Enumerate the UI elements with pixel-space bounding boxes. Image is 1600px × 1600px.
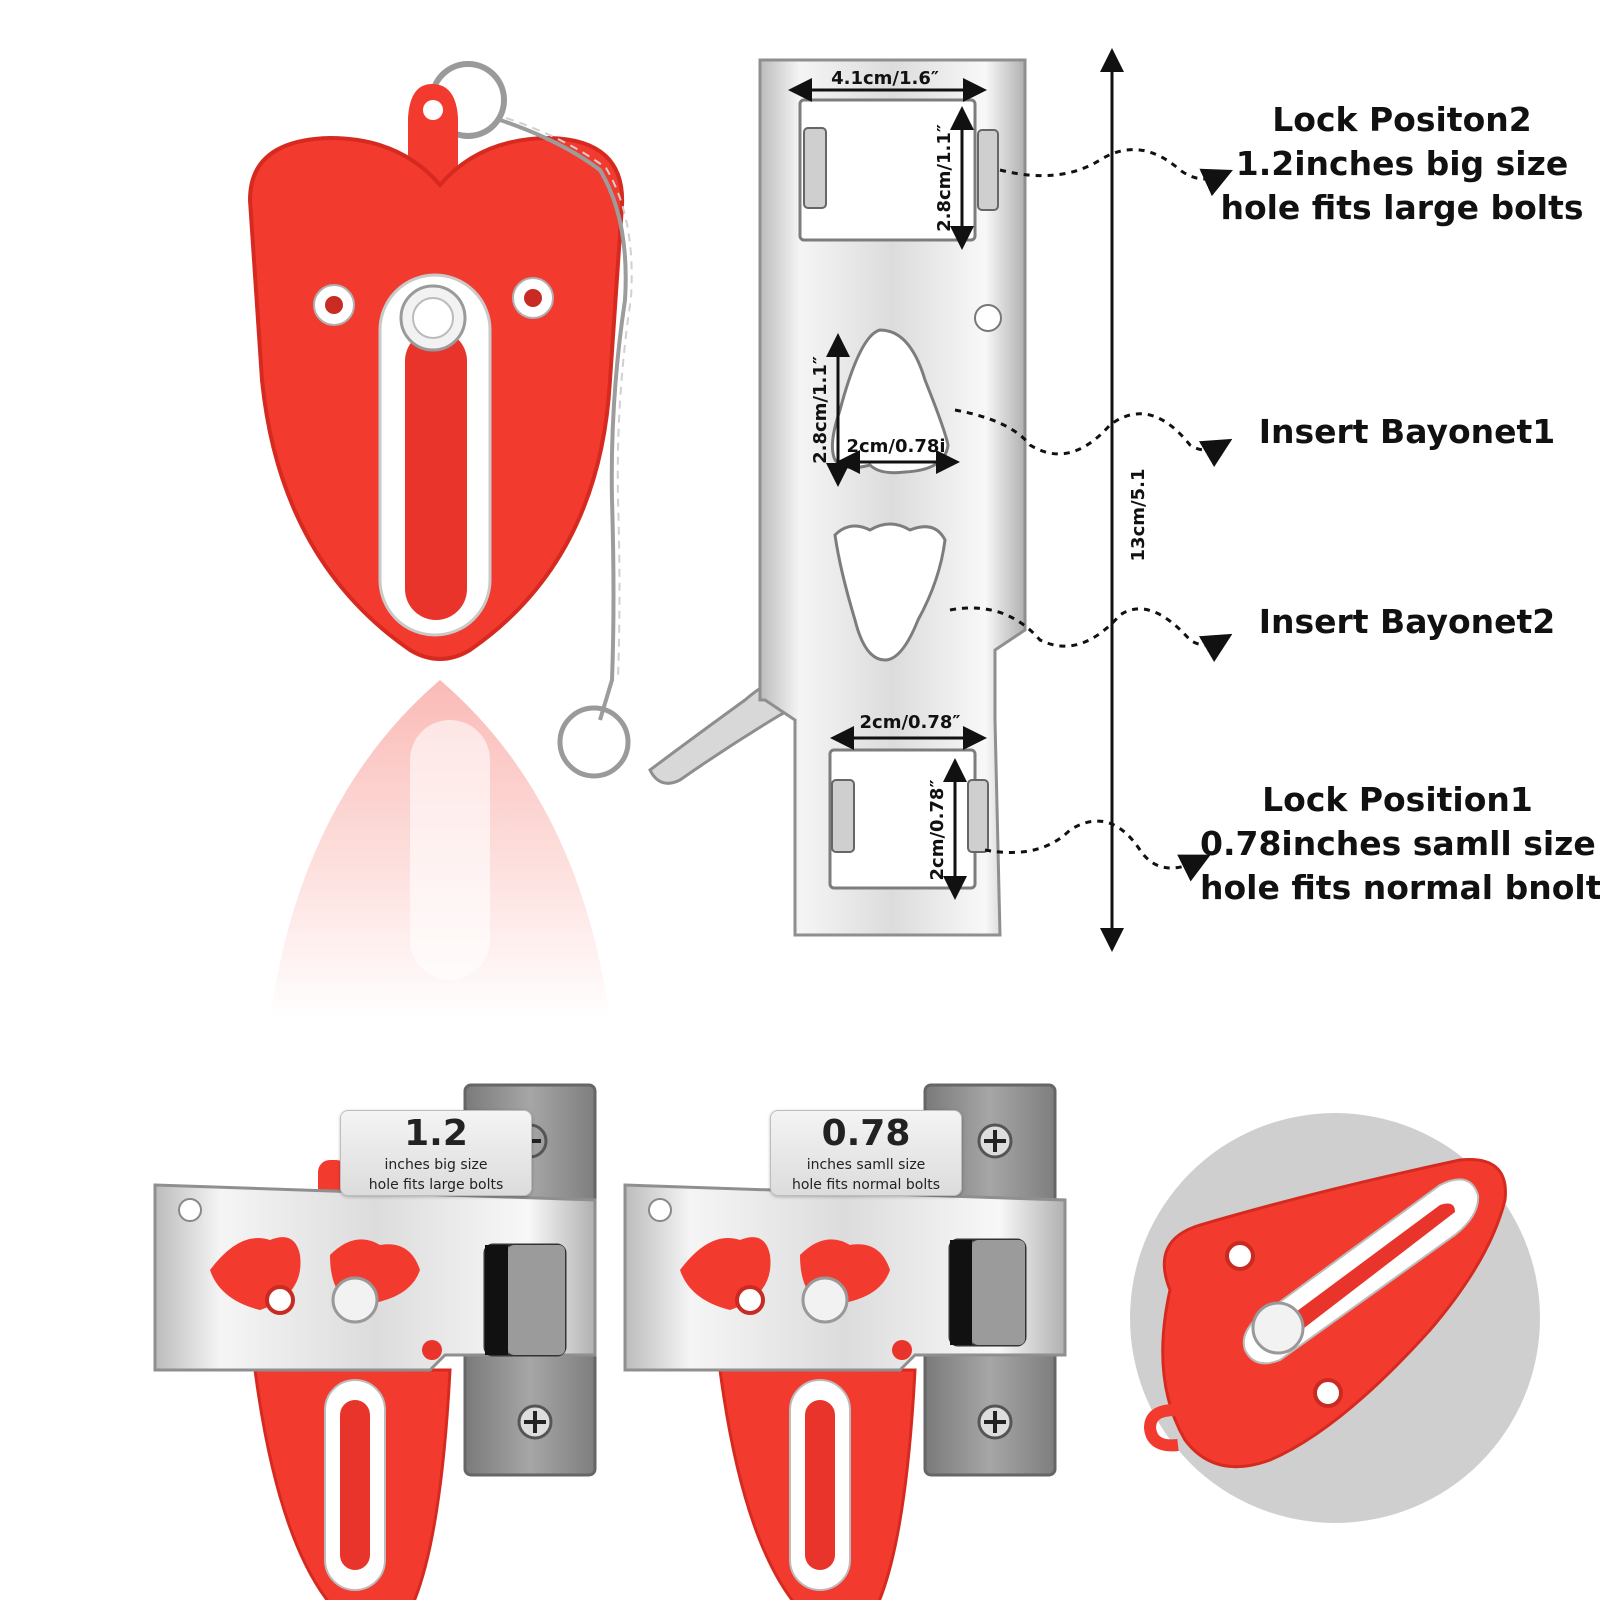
metal-strike-plate xyxy=(758,58,1027,937)
callout-line: Insert Bayonet2 xyxy=(1258,602,1556,641)
split-ring-icon xyxy=(557,705,631,779)
total-length-label: 13cm/5.1 xyxy=(1128,469,1149,562)
callout-lock-position1: Lock Position1 0.78inches samll size hol… xyxy=(1200,778,1600,910)
bayonet2-hole xyxy=(833,522,947,662)
callout-insert-bayonet2: Insert Bayonet2 xyxy=(1222,600,1592,644)
closeup-circle xyxy=(1130,1113,1540,1523)
top-height-label: 2.8cm/1.1″ xyxy=(934,124,955,232)
size-card-line: hole fits normal bolts xyxy=(791,1177,941,1193)
callout-line: Insert Bayonet1 xyxy=(1258,412,1556,451)
callout-line: 0.78inches samll size xyxy=(1200,824,1596,863)
size-card-value: 0.78 xyxy=(821,1113,911,1154)
bayonet-width-label: 2cm/0.78i xyxy=(846,436,945,457)
callout-lock-position2: Lock Positon2 1.2inches big size hole fi… xyxy=(1212,98,1592,230)
callout-line: Lock Positon2 xyxy=(1272,100,1532,139)
installed-big-bolt xyxy=(153,1083,597,1600)
red-lock-body xyxy=(247,61,625,661)
dimension-lines xyxy=(788,48,1124,952)
bottom-width-label: 2cm/0.78″ xyxy=(860,712,961,733)
size-card-value: 1.2 xyxy=(404,1113,468,1154)
size-card-small: 0.78 inches samll size hole fits normal … xyxy=(770,1110,962,1196)
size-card-big: 1.2 inches big size hole fits large bolt… xyxy=(340,1110,532,1196)
size-card-line: inches samll size xyxy=(806,1157,926,1173)
callout-line: Lock Position1 xyxy=(1262,780,1533,819)
chain xyxy=(499,117,806,785)
callout-insert-bayonet1: Insert Bayonet1 xyxy=(1222,410,1592,454)
bayonet-height-label: 2.8cm/1.1″ xyxy=(810,356,831,464)
callout-line: hole fits large bolts xyxy=(1220,188,1584,227)
size-card-line: inches big size xyxy=(384,1157,488,1173)
callout-line: 1.2inches big size xyxy=(1235,144,1569,183)
top-width-label: 4.1cm/1.6″ xyxy=(831,68,939,89)
size-card-line: hole fits large bolts xyxy=(368,1177,504,1193)
bottom-height-label: 2cm/0.78″ xyxy=(927,780,948,881)
callout-connectors xyxy=(949,148,1233,882)
callout-line: hole fits normal bnolts xyxy=(1200,868,1600,907)
